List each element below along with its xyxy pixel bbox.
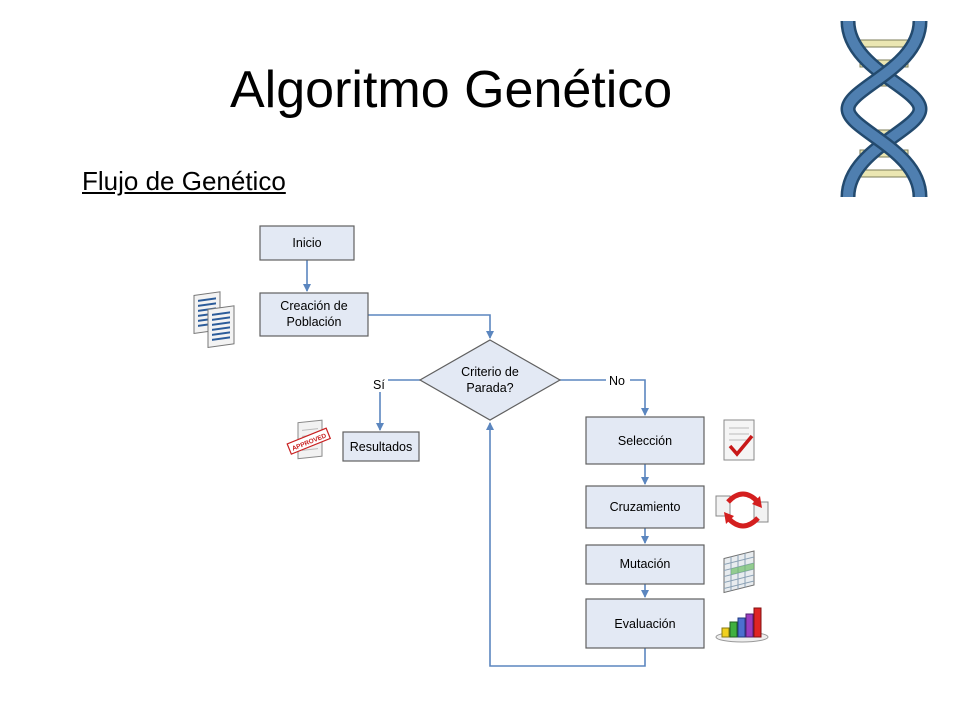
svg-text:Creación de: Creación de [280, 299, 347, 313]
svg-text:Criterio de: Criterio de [461, 365, 519, 379]
checklist-icon [723, 419, 755, 461]
svg-text:Resultados: Resultados [350, 440, 413, 454]
label-no: No [609, 374, 625, 388]
svg-text:Parada?: Parada? [466, 381, 513, 395]
box-seleccion: Selección [585, 416, 705, 465]
page-subtitle: Flujo de Genético [82, 166, 286, 196]
svg-text:Selección: Selección [618, 434, 672, 448]
box-resultados: Resultados [342, 431, 420, 462]
approved-stamp-icon: APPROVED [286, 419, 332, 460]
svg-text:Cruzamiento: Cruzamiento [610, 500, 681, 514]
decision-criterio-parada: Criterio de Parada? [418, 339, 562, 421]
box-creacion-poblacion: Creación de Población [259, 292, 369, 337]
box-cruzamiento: Cruzamiento [585, 485, 705, 529]
svg-text:Evaluación: Evaluación [614, 617, 675, 631]
documents-icon [193, 291, 235, 349]
svg-text:Inicio: Inicio [292, 236, 321, 250]
box-mutacion: Mutación [585, 544, 705, 585]
bar-chart-icon [715, 607, 769, 643]
box-evaluacion: Evaluación [585, 598, 705, 649]
connector-creacion-criterio [368, 314, 494, 339]
dna-helix-icon [840, 20, 928, 198]
connector-criterio-seleccion [560, 379, 649, 416]
cycle-arrows-icon [715, 491, 769, 529]
page-title: Algoritmo Genético [230, 61, 673, 119]
spreadsheet-icon [723, 550, 755, 594]
connector-loop-back [486, 422, 646, 667]
box-inicio: Inicio [259, 225, 355, 261]
svg-text:Mutación: Mutación [620, 557, 671, 571]
svg-text:Población: Población [287, 315, 342, 329]
label-si: Sí [373, 378, 385, 392]
